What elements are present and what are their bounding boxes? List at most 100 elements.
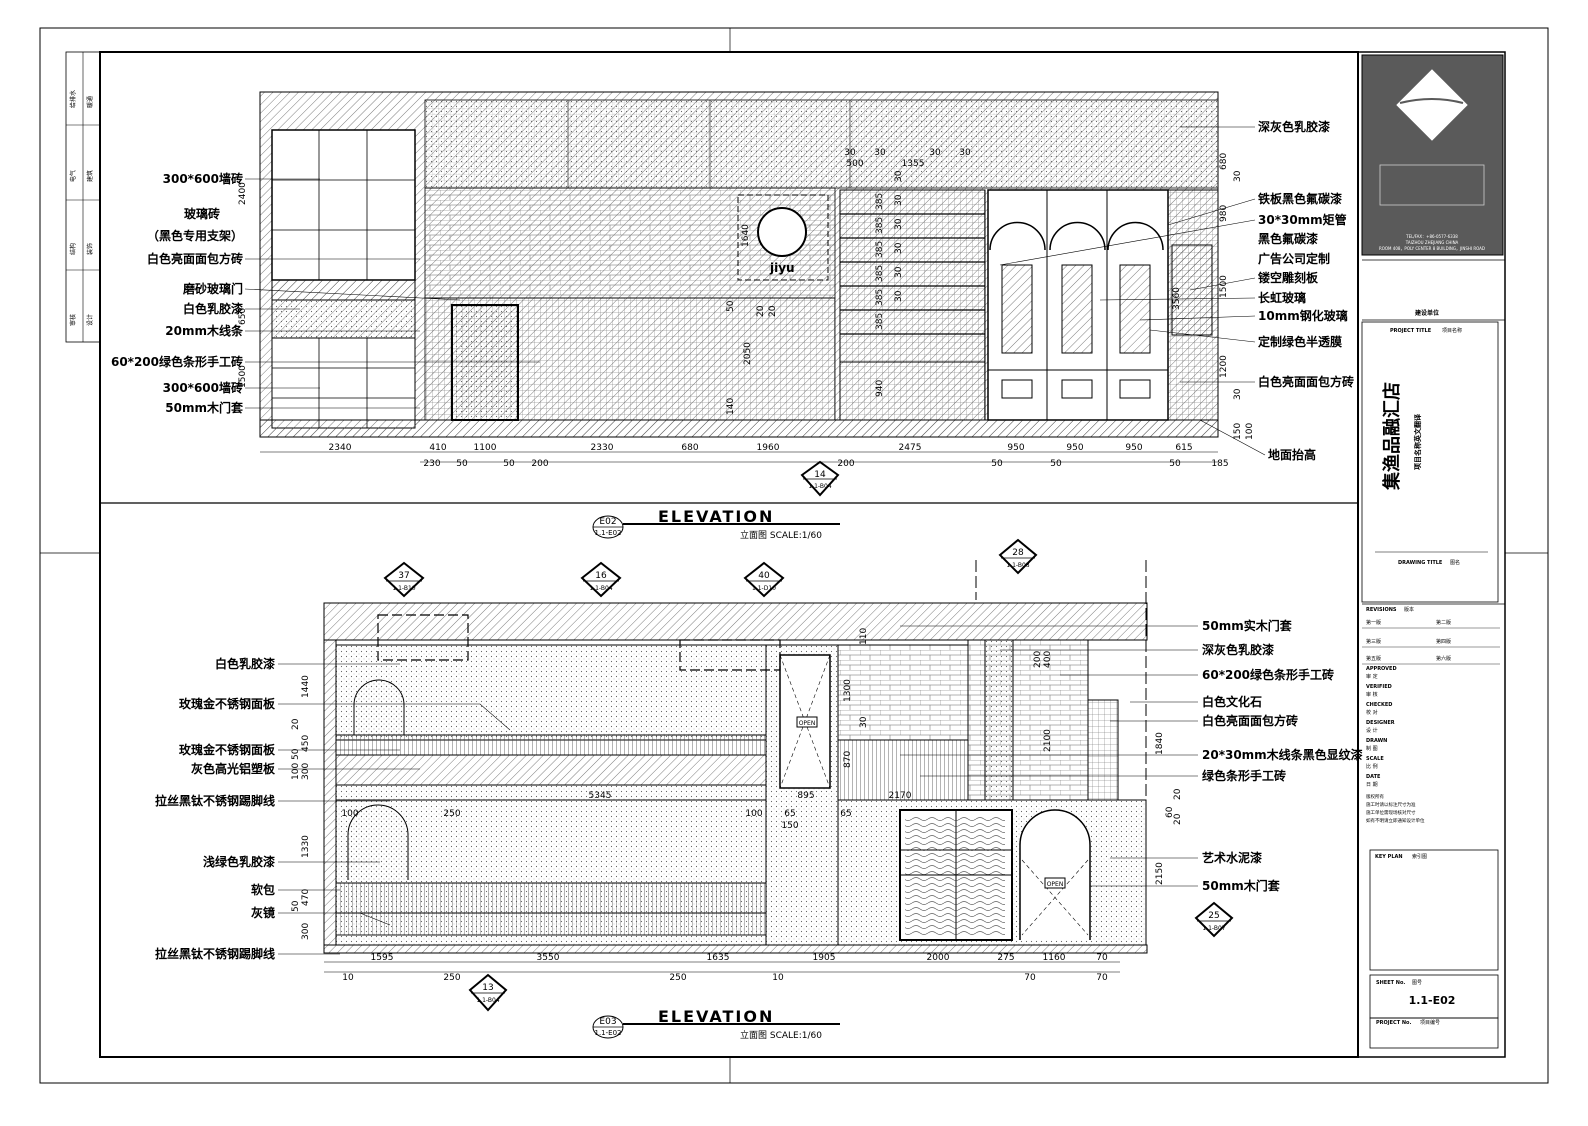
role-cn-5: 比 例 [1366, 763, 1378, 770]
e03-right-label-2: 60*200绿色条形手工砖 [1202, 667, 1334, 682]
e03-subtitle: 立面图 SCALE:1/60 [740, 1029, 822, 1041]
e02-vdim-8: 20 [756, 305, 766, 317]
e02-shelf-4: 30 [929, 148, 941, 158]
e03-dim2-3: 10 [772, 973, 784, 983]
e02-vdim-5: 940 [875, 380, 885, 397]
revisions-cn: 版本 [1404, 606, 1414, 613]
e02-right-label-9: 白色亮面面包方砖 [1258, 374, 1354, 389]
e03-right-label-1: 深灰色乳胶漆 [1202, 642, 1274, 657]
strip-text-2: 电气 [69, 170, 77, 182]
e03-callout-37[interactable]: 37 1.1-B10 [383, 561, 425, 598]
e02-title: ELEVATION [658, 507, 774, 526]
e02-shelf-9: 385 [875, 265, 885, 282]
e03-vdim-11: 870 [843, 751, 853, 768]
e02-dim-0: 2340 [329, 443, 352, 453]
logo-text-jiyu: jiyu [769, 261, 795, 275]
strip-text-0: 给排水 [69, 90, 77, 108]
e03-callout-25[interactable]: 25 1.1-B07 [1194, 901, 1234, 938]
e02-left-label-0: 300*600墙砖 [163, 171, 243, 186]
e02-vdim-1: 650 [238, 308, 248, 325]
e03-vdim-12: 30 [859, 716, 869, 728]
e03-tag-id: E03 [599, 1017, 616, 1027]
e02-callout-num: 14 [814, 470, 826, 480]
e03-vdim-15: 20 [1173, 788, 1183, 800]
e03-callout-16[interactable]: 16 1.1-B04 [580, 561, 622, 598]
role-cn-0: 审 定 [1366, 673, 1378, 680]
project-title-label: PROJECT TITLE [1390, 328, 1432, 334]
e03-vdim-13: 2100 [1043, 729, 1053, 752]
e02-dim2-1: 50 [456, 459, 468, 469]
e02-right-label-0: 深灰色乳胶漆 [1258, 119, 1330, 134]
e03-vdim-3: 50 [291, 748, 301, 760]
e02-right-label-1: 铁板黑色氟碳漆 [1258, 191, 1342, 206]
e03-dim2-2: 250 [669, 973, 686, 983]
role-en-5: SCALE [1366, 756, 1384, 762]
e03-mid-3: 100 [341, 809, 358, 819]
e03-left-label-5: 浅绿色乳胶漆 [203, 854, 275, 869]
e03-right-label-0: 50mm实木门套 [1202, 618, 1293, 633]
role-cn-4: 制 图 [1366, 745, 1378, 752]
e03-left-labels: 白色乳胶漆 玫瑰金不锈钢面板 玫瑰金不锈钢面板 灰色高光铝塑板 拉丝黑钛不锈钢踢… [155, 656, 276, 961]
e03-mid-0: 5345 [589, 791, 612, 801]
callout-16-num: 16 [595, 571, 607, 581]
e02-dim-7: 950 [1007, 443, 1024, 453]
callout-25-sheet: 1.1-B07 [1202, 925, 1225, 932]
callout-37-sheet: 1.1-B10 [392, 585, 415, 592]
revision-6: 第六版 [1436, 655, 1451, 662]
e02-rdim-4: 3560 [1172, 287, 1182, 310]
e03-left-label-1: 玫瑰金不锈钢面板 [179, 696, 276, 711]
role-en-3: DESIGNER [1366, 720, 1395, 726]
e03-vdim-21: 110 [859, 628, 869, 645]
e03-callout-40[interactable]: 40 1.1-D10 [743, 561, 785, 598]
key-plan-cn: 索引图 [1412, 853, 1427, 860]
e03-tag-sheet: 1.1-E02 [595, 1029, 622, 1037]
e02-right-label-3: 黑色氟碳漆 [1258, 231, 1318, 246]
e02-right-label-5: 镂空雕刻板 [1258, 270, 1319, 285]
e02-shelf-12: 30 [894, 170, 904, 182]
e02-dim2-4: 200 [837, 459, 854, 469]
e02-right-label-2: 30*30mm矩管 [1258, 212, 1347, 227]
e02-dim-9: 950 [1125, 443, 1142, 453]
e03-dim2-1: 250 [443, 973, 460, 983]
strip-text-1: 暖通 [86, 96, 94, 108]
title-block: ROOM 408，POLY CENTER 8 BUILDING，JINSHI R… [1357, 51, 1506, 1058]
strip-text-4: 结构 [69, 243, 77, 255]
e02-right-label-6: 长虹玻璃 [1258, 290, 1306, 305]
e03-right-label-5: 20*30mm木线条黑色显纹漆 [1202, 747, 1363, 762]
strip-text-5: 装饰 [86, 243, 94, 255]
callout-13-sheet: 1.1-B04 [476, 997, 499, 1004]
e02-shelf-17: 30 [894, 290, 904, 302]
e02-left-label-6: 20mm木线条 [165, 323, 244, 338]
open-sign-1: OPEN [799, 720, 816, 727]
callout-28-num: 28 [1012, 548, 1024, 558]
e02-left-label-9: 50mm木门套 [165, 400, 244, 415]
e03-callout-28[interactable]: 28 1.1-B08 [998, 538, 1038, 575]
e03-vdim-5: 300 [301, 763, 311, 780]
e03-title-block: E03 1.1-E02 ELEVATION 立面图 SCALE:1/60 [592, 1007, 840, 1041]
role-cn-3: 设 计 [1366, 727, 1378, 734]
project-title-cn: 项目名称 [1442, 327, 1462, 334]
elevation-e03-drawing: OPEN OPEN [323, 560, 1148, 954]
e03-callout-13[interactable]: 13 1.1-B04 [468, 973, 508, 1012]
e02-title-block: E02 1.1-E02 ELEVATION 立面图 SCALE:1/60 [592, 507, 840, 541]
e02-shelf-6: 385 [875, 193, 885, 210]
e02-subtitle: 立面图 SCALE:1/60 [740, 529, 822, 541]
e02-shelf-7: 385 [875, 217, 885, 234]
e02-rdim-3: 1500 [1219, 275, 1229, 298]
e02-callout-14[interactable]: 14 1.1-B04 [800, 460, 840, 497]
e02-dim-4: 680 [681, 443, 698, 453]
e02-left-label-2: （黑色专用支架） [147, 228, 243, 243]
e03-vdim-0: 1440 [301, 675, 311, 698]
e03-mid-2: 2170 [889, 791, 912, 801]
e03-mid-6: 65 [784, 809, 795, 819]
e02-left-label-4: 磨砂玻璃门 [182, 281, 243, 296]
company-tel: TEL/FAX：+86-0577-6338 [1405, 234, 1458, 239]
e03-vdim-4: 100 [291, 763, 301, 780]
project-sub: 项目名称英文翻译 [1413, 413, 1422, 470]
callout-13-num: 13 [482, 983, 493, 993]
e02-vdim-0: 2400 [238, 182, 248, 205]
e02-left-label-5: 白色乳胶漆 [183, 301, 243, 316]
e03-right-label-7: 艺术水泥漆 [1202, 850, 1262, 865]
e02-dim2-8: 185 [1211, 459, 1228, 469]
